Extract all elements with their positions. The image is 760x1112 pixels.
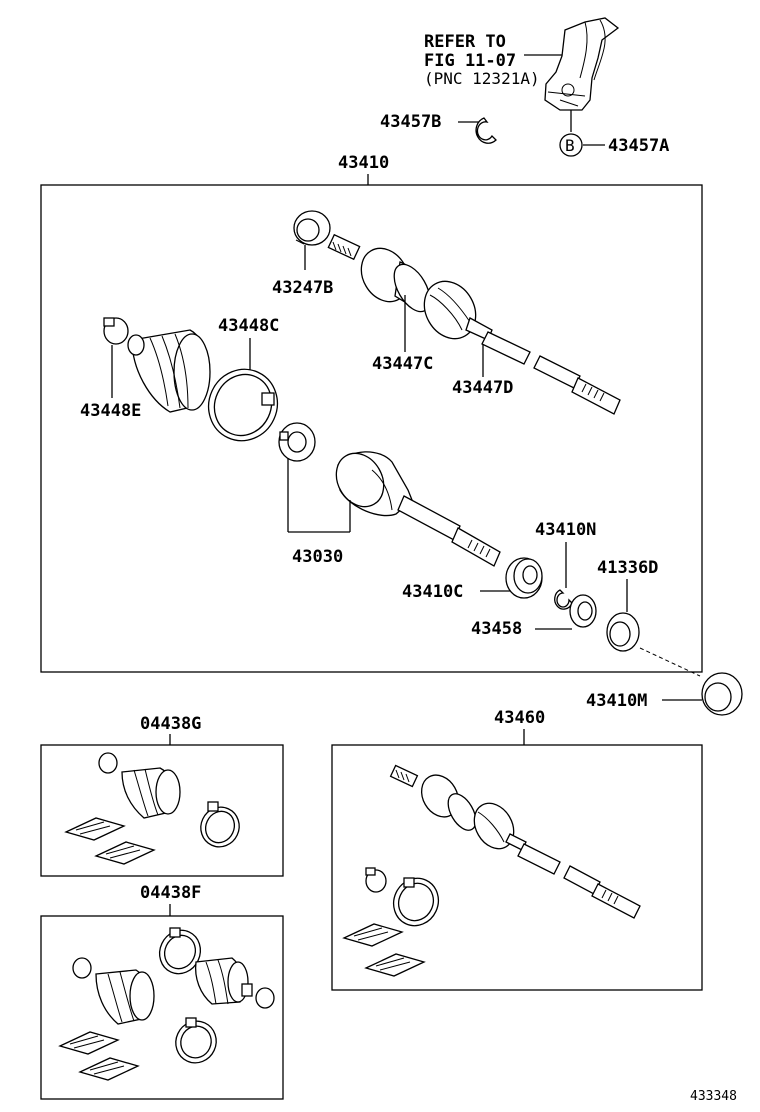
label-43447C: 43447C [372, 354, 433, 374]
dust-seal-43247B-icon [293, 210, 331, 246]
assembly-43410-frame [40, 184, 703, 673]
label-43448C: 43448C [218, 316, 279, 336]
label-43410M: 43410M [586, 691, 647, 711]
kit-04438G-contents [64, 752, 240, 865]
snap-ring-43457B-icon [475, 117, 497, 144]
label-43457B: 43457B [380, 112, 441, 132]
kit-04438G-frame [40, 744, 284, 877]
label-43410: 43410 [338, 153, 389, 173]
dust-cover-43410M-icon [701, 672, 743, 716]
refer-callout: REFER TO FIG 11-07 (PNC 12321A) [424, 32, 562, 88]
label-04438G: 04438G [140, 714, 201, 734]
seal-41336D-icon [606, 612, 640, 652]
snap-ring-43410N-icon [554, 589, 573, 610]
bearing-43410C-icon [505, 557, 543, 599]
boot-clamp-43448C-icon [207, 368, 279, 442]
outer-cv-joint-icon [327, 233, 493, 341]
label-43447D: 43447D [452, 378, 513, 398]
kit-43460-contents [342, 764, 641, 977]
inner-boot-icon [127, 329, 211, 413]
label-41336D: 41336D [597, 558, 658, 578]
label-43458: 43458 [471, 619, 522, 639]
label-43460: 43460 [494, 708, 545, 728]
inner-cv-joint-icon [335, 451, 501, 567]
boot-clamp-43448E-icon [103, 317, 129, 345]
diagram-id: 433348 [690, 1089, 737, 1104]
label-43457A: 43457A [608, 136, 669, 156]
refer-text-line3: (PNC 12321A) [424, 69, 540, 88]
marker-b: B [559, 133, 605, 157]
kit-04438F-contents [58, 927, 275, 1081]
label-04438F: 04438F [140, 883, 201, 903]
kit-43460-frame [331, 744, 703, 991]
refer-text-line1: REFER TO [424, 32, 506, 52]
label-43410C: 43410C [402, 582, 463, 602]
label-43410N: 43410N [535, 520, 596, 540]
label-43030: 43030 [292, 547, 343, 567]
kit-04438F-frame [40, 915, 284, 1100]
label-43247B: 43247B [272, 278, 333, 298]
steering-knuckle-icon [544, 17, 620, 132]
marker-b-text: B [565, 136, 575, 155]
label-43448E: 43448E [80, 401, 141, 421]
drive-shaft-icon [481, 331, 621, 415]
refer-text-line2: FIG 11-07 [424, 51, 516, 71]
tripod-ring-icon [278, 422, 316, 462]
spacer-43458-icon [569, 594, 597, 628]
